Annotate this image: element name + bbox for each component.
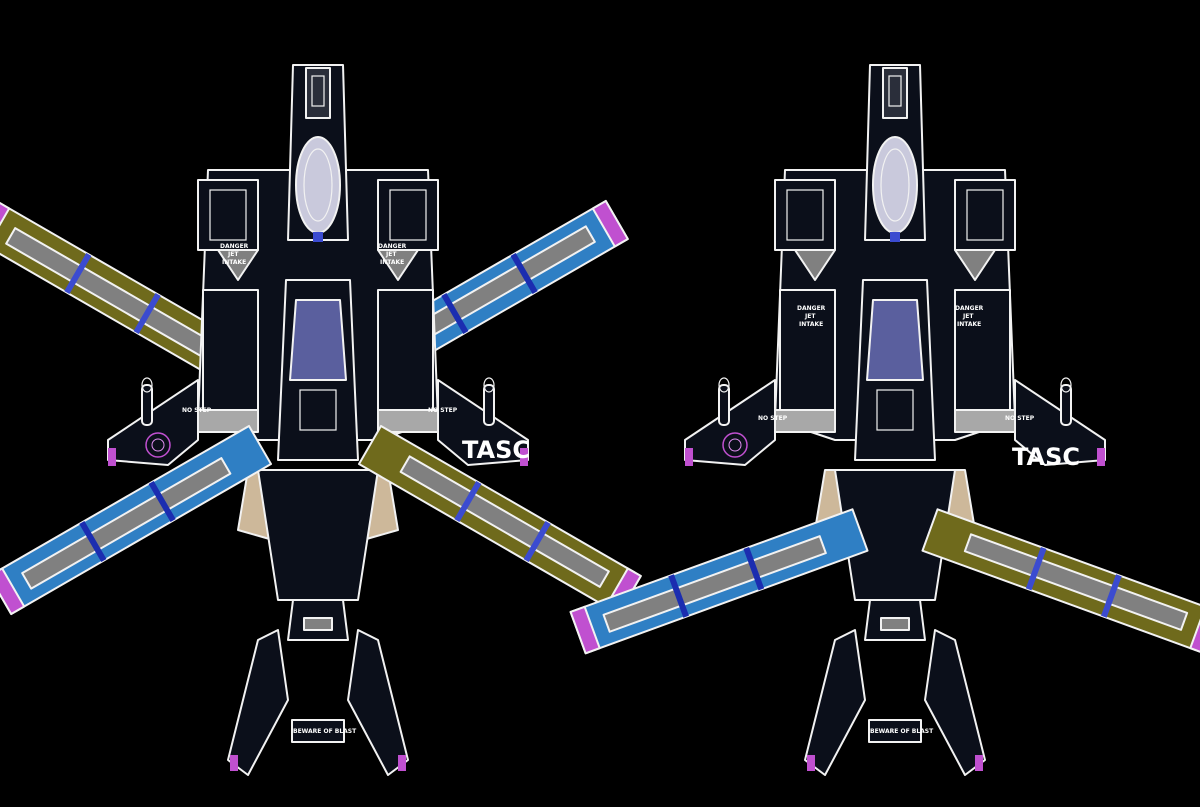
intake-warning-text: INTAKE (222, 259, 246, 266)
intake-warning-text: JET (227, 251, 239, 258)
tail-marking-text: TASC (1012, 443, 1080, 471)
fighter-body (107, 64, 529, 776)
no-step-text: NO STEP (1005, 415, 1035, 422)
tail-marking-text: TASC (462, 436, 530, 464)
intake-warning-text: DANGER (220, 243, 249, 250)
intake-warning-text: JET (804, 313, 816, 320)
no-step-text: NO STEP (182, 407, 212, 414)
intake-warning-text: JET (385, 251, 397, 258)
wing-lower-right (921, 508, 1200, 655)
nozzle-warning-text: BEWARE OF BLAST (870, 728, 934, 735)
no-step-text: NO STEP (428, 407, 458, 414)
intake-warning-text: INTAKE (380, 259, 404, 266)
nozzle-warning-text: BEWARE OF BLAST (293, 728, 357, 735)
intake-warning-text: DANGER (797, 305, 826, 312)
intake-warning-text: INTAKE (799, 321, 823, 328)
intake-warning-text: INTAKE (957, 321, 981, 328)
intake-warning-text: DANGER (378, 243, 407, 250)
intake-warning-text: DANGER (955, 305, 984, 312)
no-step-text: NO STEP (758, 415, 788, 422)
fighter-swept-wings: TASC DANGER JET INTAKE DANGER JET INTAKE… (569, 64, 1200, 776)
fighter-x-wings: TASC DANGER JET INTAKE DANGER JET INTAKE… (0, 64, 642, 776)
intake-warning-text: JET (962, 313, 974, 320)
fighter-body (684, 64, 1106, 776)
